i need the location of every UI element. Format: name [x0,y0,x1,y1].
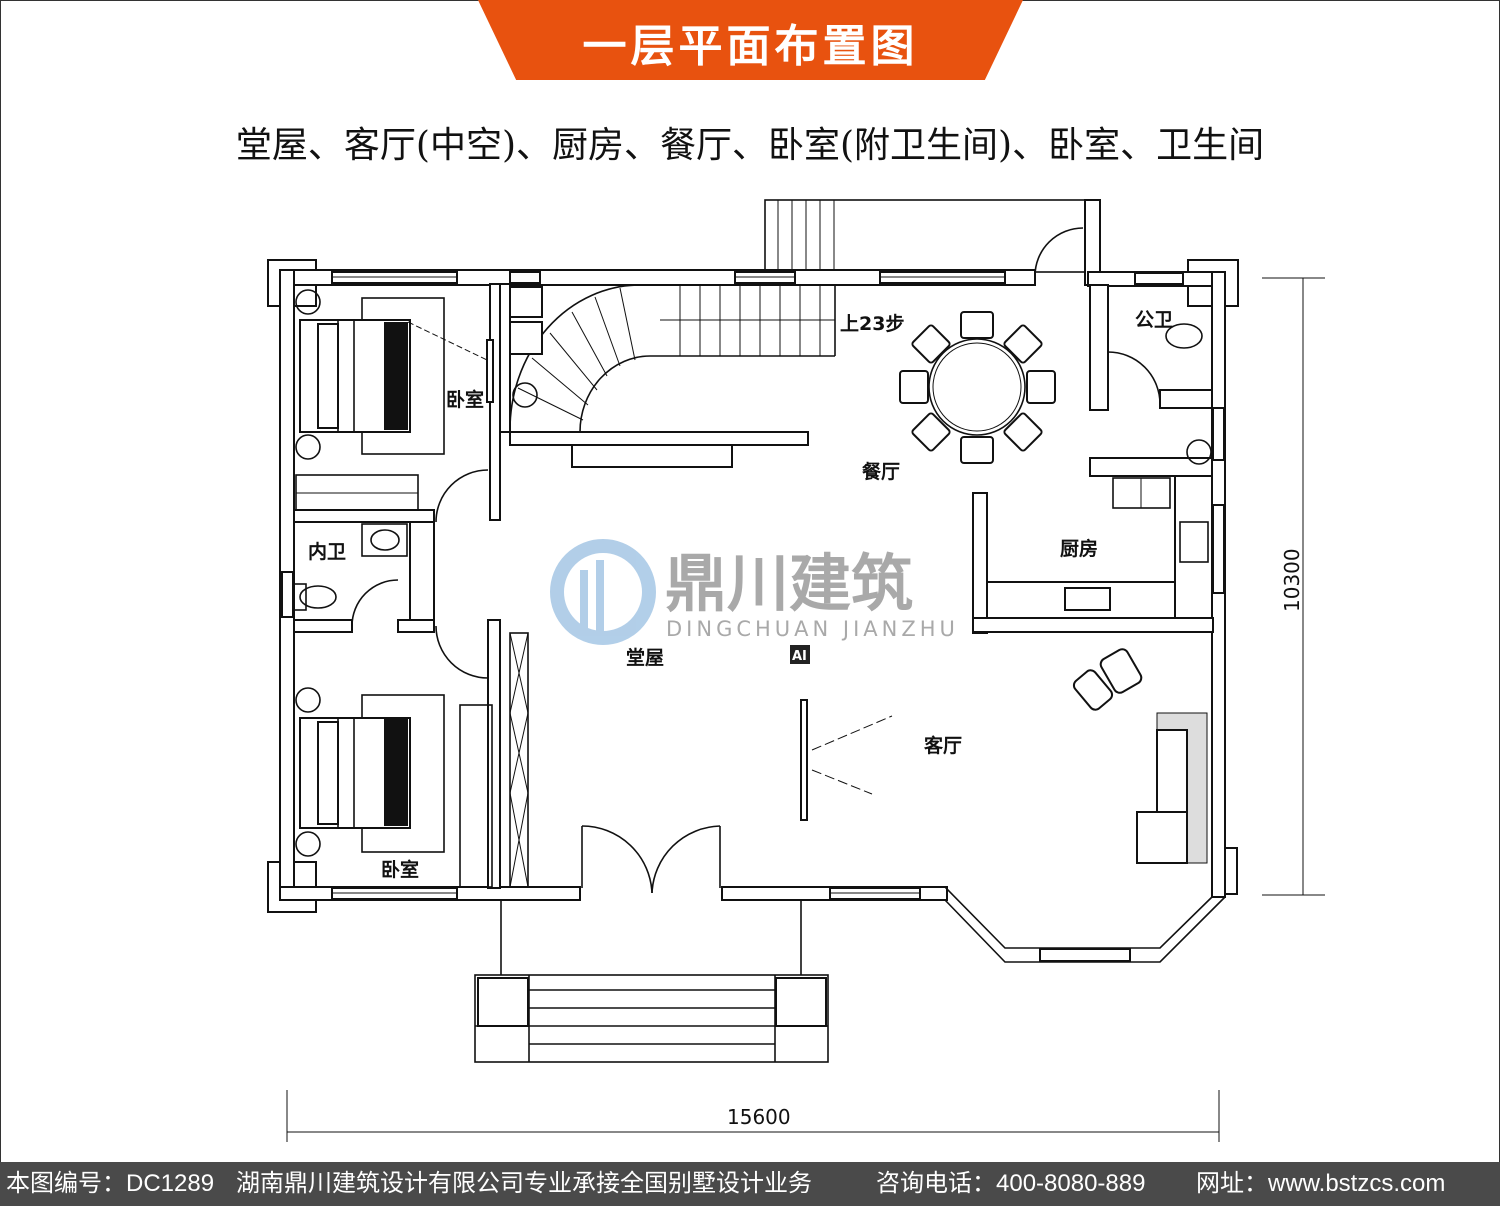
room-label-public-bath: 公卫 [1135,309,1173,331]
dimension-width: 15600 [727,1105,791,1129]
page-subtitle: 堂屋、客厅(中空)、厨房、餐厅、卧室(附卫生间)、卧室、卫生间 [235,125,1265,166]
title-banner [478,0,1023,80]
bed-south [295,632,529,888]
front-steps [474,900,829,1063]
north-steps [764,199,1101,273]
dimension-lines [286,277,1325,1142]
footer-bar: 本图编号：DC1289 湖南鼎川建筑设计有限公司专业承接全国别墅设计业务 咨询电… [0,1162,1500,1206]
room-label-dining: 餐厅 [862,460,900,483]
ensuite-fixtures [293,523,408,611]
stair-label: 上23步 [840,313,904,335]
doors [351,227,1161,894]
curved-staircase [509,284,836,433]
room-label-bedroom-north: 卧室 [446,388,484,411]
footer-website[interactable]: 网址：www.bstzcs.com [1196,1170,1446,1197]
room-label-bedroom-south: 卧室 [381,858,419,881]
dining-table [899,311,1056,464]
footer-phone: 咨询电话：400-8080-889 [876,1170,1146,1197]
room-label-ensuite-bath: 内卫 [308,540,346,563]
interior-walls [293,283,1214,889]
ai-mark-box [790,645,810,664]
watermark-brand-en: DINGCHUAN JIANZHU [666,617,959,641]
bed-north [295,289,494,511]
dimension-depth: 10300 [1280,548,1304,612]
living-furniture [800,648,1208,864]
room-label-kitchen: 厨房 [1060,537,1098,560]
footer-drawing-number: 本图编号：DC1289 [6,1170,215,1197]
watermark-logo [550,539,656,645]
ai-mark: AI [792,649,807,664]
bath-kitchen-fixtures [1064,323,1212,611]
footer-company: 湖南鼎川建筑设计有限公司专业承接全国别墅设计业务 [236,1170,812,1197]
watermark-brand-cn: 鼎川建筑 [665,547,913,620]
room-label-living: 客厅 [924,734,962,757]
page-title: 一层平面布置图 [582,21,919,72]
room-label-hall: 堂屋 [626,647,664,669]
windows [281,271,1225,962]
